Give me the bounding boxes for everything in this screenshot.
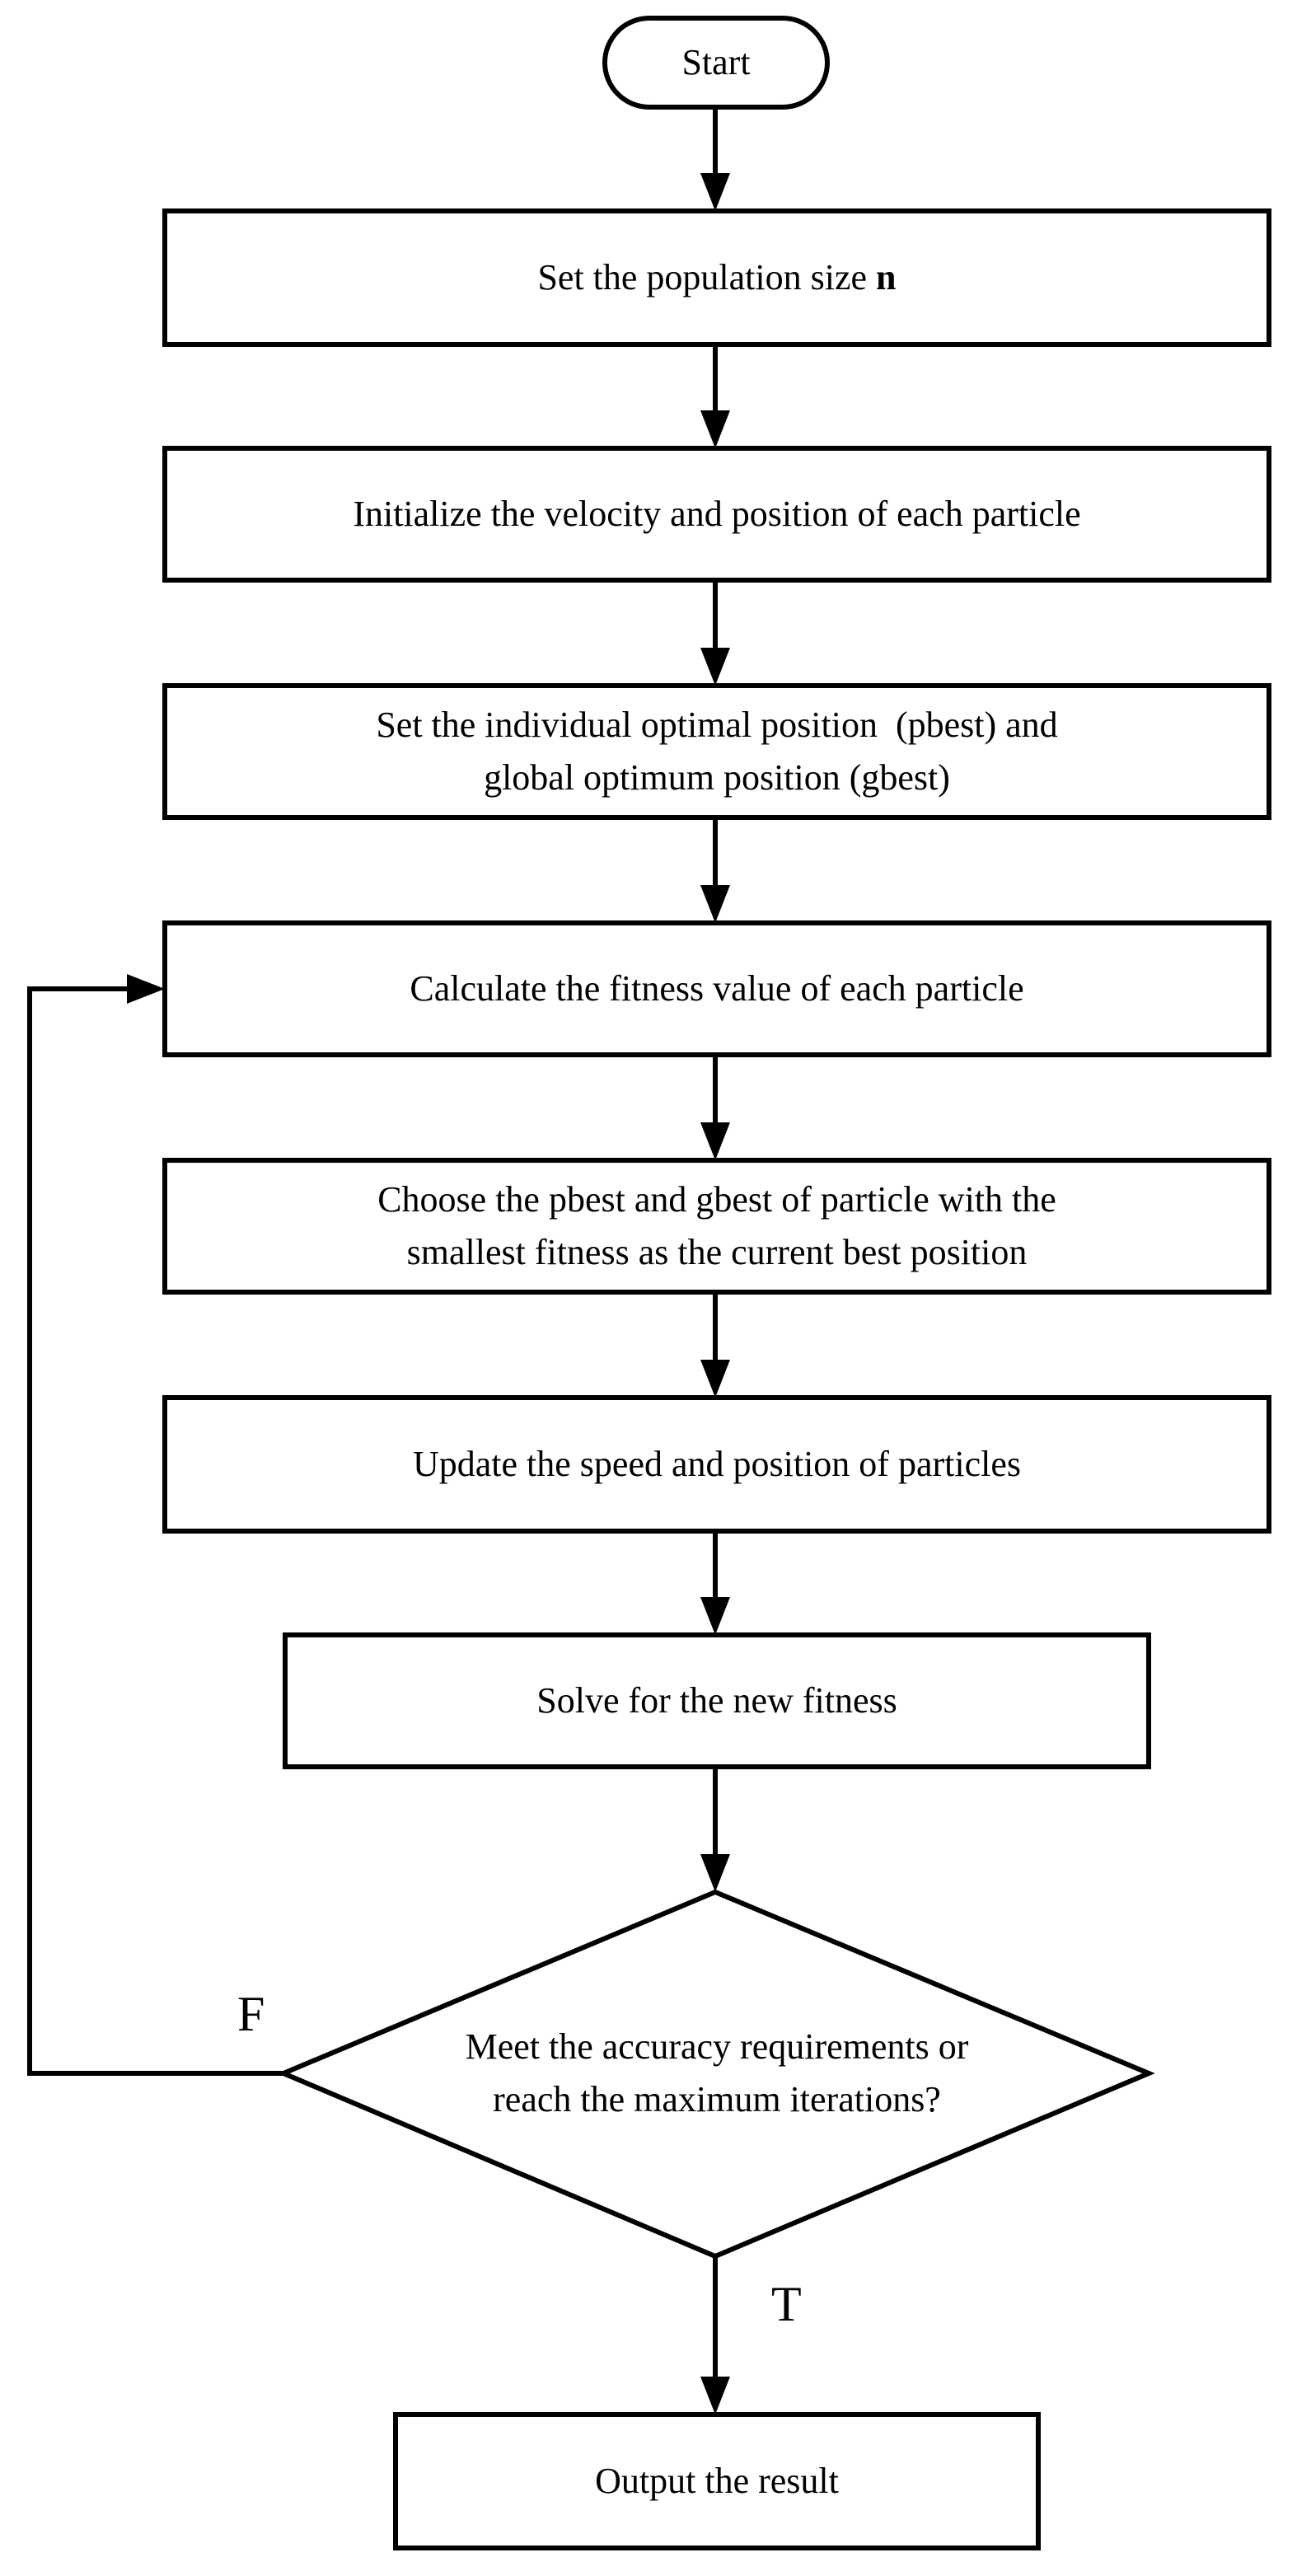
- arrowhead: [700, 2377, 730, 2414]
- arrowhead: [700, 1597, 730, 1635]
- calculate-fitness-node: [162, 920, 1271, 1057]
- arrowhead: [700, 648, 730, 686]
- arrowhead: [700, 1854, 730, 1892]
- arrowhead: [700, 173, 730, 211]
- output-node: [393, 2412, 1041, 2550]
- initialize-node: [162, 446, 1271, 583]
- set-population-node: [162, 208, 1271, 347]
- arrowhead: [127, 974, 165, 1004]
- solve-fitness-node: [283, 1632, 1151, 1769]
- arrowhead: [700, 885, 730, 923]
- decision-node: [277, 1889, 1155, 2260]
- set-best-node: [162, 683, 1271, 820]
- choose-best-node: [162, 1158, 1271, 1295]
- start-node: [602, 16, 830, 110]
- true-branch-label: T: [771, 2277, 802, 2331]
- false-branch-label: F: [237, 1987, 265, 2041]
- update-node: [162, 1395, 1271, 1534]
- edge-decision-false-loop: [27, 986, 283, 2076]
- arrowhead: [700, 410, 730, 448]
- arrowhead: [700, 1122, 730, 1160]
- arrowhead: [700, 1360, 730, 1398]
